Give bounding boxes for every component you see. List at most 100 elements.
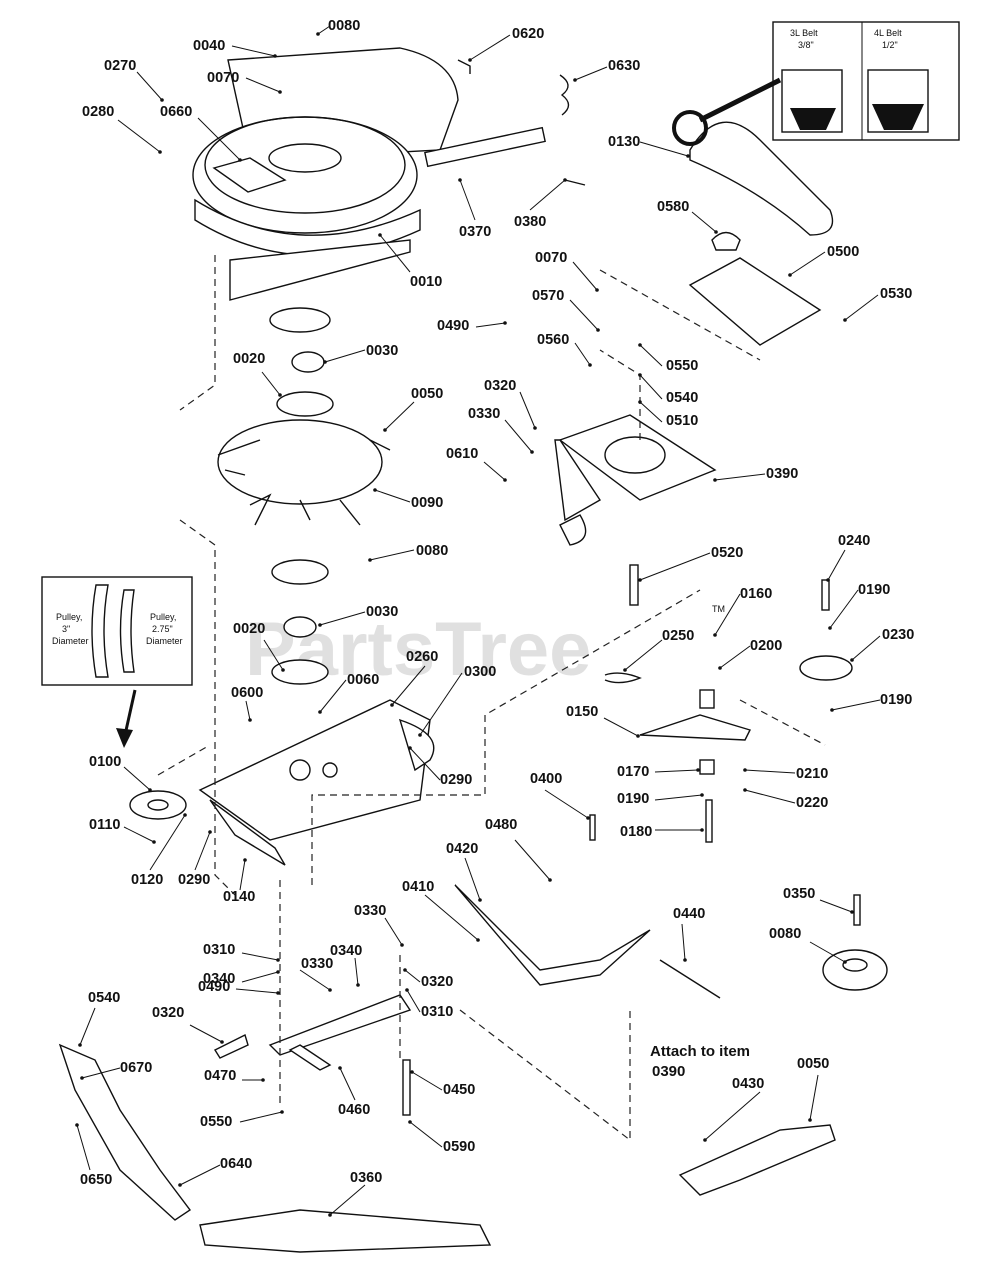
callout-label: 0430 xyxy=(732,1076,764,1092)
callout-leader xyxy=(851,635,881,661)
callout-leader-end xyxy=(638,373,642,377)
callout-label: 0050 xyxy=(411,386,443,402)
callout-0330: 0330 xyxy=(354,903,404,947)
callout-leader-end xyxy=(718,666,722,670)
callout-leader xyxy=(827,549,846,581)
callout-leader-end xyxy=(276,970,280,974)
callout-leader-end xyxy=(638,343,642,347)
callout-leader-end xyxy=(378,233,382,237)
callout-leader-end xyxy=(686,154,690,158)
callout-leader xyxy=(406,989,421,1013)
callout-label: 0480 xyxy=(485,817,517,833)
callout-label: 0400 xyxy=(530,771,562,787)
callout-label: 0070 xyxy=(207,70,239,86)
callout-label: 0290 xyxy=(178,872,210,888)
callout-label: 0030 xyxy=(366,604,398,620)
callout-label: 0190 xyxy=(858,582,890,598)
callout-leader xyxy=(574,342,591,366)
belt-3l-caption: 3L Belt xyxy=(790,28,818,38)
callout-leader xyxy=(639,344,663,367)
callout-leader-end xyxy=(850,910,854,914)
callout-0570: 0570 xyxy=(532,288,600,332)
callout-0190: 0190 xyxy=(828,582,890,630)
callout-label: 0640 xyxy=(220,1156,252,1172)
callout-label: 0420 xyxy=(446,841,478,857)
callout-leader xyxy=(149,814,186,871)
callout-leader-end xyxy=(160,98,164,102)
callout-label: 0550 xyxy=(200,1114,232,1130)
callout-leader xyxy=(714,593,741,636)
callout-label: 0580 xyxy=(657,199,689,215)
callout-label: 0330 xyxy=(468,406,500,422)
callout-leader-end xyxy=(623,668,627,672)
callout-leader xyxy=(391,665,426,706)
callout-label: 0060 xyxy=(347,672,379,688)
callout-leader xyxy=(319,679,347,713)
callout-leader-end xyxy=(476,938,480,942)
callout-leader-end xyxy=(328,1213,332,1217)
callout-leader xyxy=(404,969,421,983)
callout-0350: 0350 xyxy=(783,886,854,914)
belt-3l-size: 3/8" xyxy=(798,40,814,50)
belt-4l-size: 1/2" xyxy=(882,40,898,50)
callout-leader-end xyxy=(408,746,412,750)
callout-leader-end xyxy=(850,658,854,662)
callout-0400: 0400 xyxy=(530,771,590,820)
callout-0200: 0200 xyxy=(718,638,782,670)
callout-leader-end xyxy=(152,840,156,844)
callout-label: 0410 xyxy=(402,879,434,895)
frame-plate xyxy=(129,699,435,866)
callout-label: 0340 xyxy=(203,971,235,987)
callout-0270: 0270 xyxy=(104,58,164,102)
callout-leader-end xyxy=(281,668,285,672)
callout-leader-end xyxy=(503,321,507,325)
callout-leader xyxy=(544,789,589,819)
callout-0520: 0520 xyxy=(638,545,743,582)
callout-leader xyxy=(459,179,476,221)
callout-label: 0040 xyxy=(193,38,225,54)
callout-label: 0030 xyxy=(366,343,398,359)
callout-0580: 0580 xyxy=(657,199,718,234)
callout-leader xyxy=(317,25,331,35)
callout-label: 0530 xyxy=(880,286,912,302)
callout-leader xyxy=(231,45,276,57)
callout-leader-end xyxy=(318,710,322,714)
callout-label: 0650 xyxy=(80,1172,112,1188)
callout-0540: 0540 xyxy=(638,373,698,406)
callout-leader-end xyxy=(533,426,537,430)
callout-leader xyxy=(639,374,663,400)
callout-0260: 0260 xyxy=(390,649,438,707)
callout-0030: 0030 xyxy=(318,604,398,627)
callout-0550: 0550 xyxy=(638,343,698,374)
callout-leader-end xyxy=(328,988,332,992)
scraper-blades xyxy=(58,1043,836,1253)
callout-leader xyxy=(263,639,284,671)
callout-leader xyxy=(744,769,796,774)
callout-leader xyxy=(469,34,511,61)
callout-label: 0230 xyxy=(882,627,914,643)
callout-leader-end xyxy=(468,58,472,62)
callout-leader xyxy=(424,894,479,941)
callout-leader-end xyxy=(356,983,360,987)
callout-0290: 0290 xyxy=(408,746,472,788)
callout-0390: 0390 xyxy=(713,466,798,482)
callout-leader-end xyxy=(588,363,592,367)
callout-leader xyxy=(809,1074,819,1121)
pulley-3-diameter: Diameter xyxy=(52,636,89,646)
callout-label: 0330 xyxy=(354,903,386,919)
callout-leader xyxy=(409,1121,443,1148)
callout-leader xyxy=(744,789,796,804)
callout-label: 0450 xyxy=(443,1082,475,1098)
callout-label: 0340 xyxy=(330,943,362,959)
callout-0160: 0160 xyxy=(713,586,772,637)
callout-0370: 0370 xyxy=(458,178,491,240)
callout-0620: 0620 xyxy=(468,26,544,62)
callout-0550: 0550 xyxy=(200,1110,284,1130)
callout-0080: 0080 xyxy=(769,926,847,964)
callout-leader-end xyxy=(638,400,642,404)
callout-0010: 0010 xyxy=(378,233,442,290)
callout-leader xyxy=(831,699,881,711)
callout-leader xyxy=(117,119,161,153)
callout-0210: 0210 xyxy=(743,766,828,782)
callout-0170: 0170 xyxy=(617,764,700,780)
